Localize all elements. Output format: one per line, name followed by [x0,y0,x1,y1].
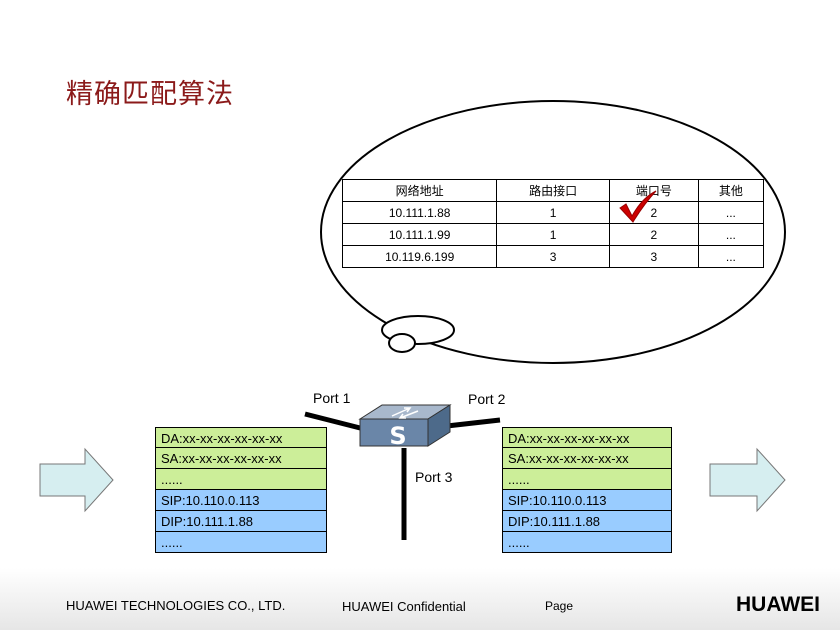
incoming-frame: DA:xx-xx-xx-xx-xx-xx SA:xx-xx-xx-xx-xx-x… [155,427,327,553]
table-cell: ... [697,245,765,268]
table-row: 10.111.1.88 1 2 ... [341,201,765,224]
frame-sa-field: SA:xx-xx-xx-xx-xx-xx [155,448,327,469]
mac-address-table: 网络地址 路由接口 端口号 其他 10.111.1.88 1 2 ... 10.… [341,179,765,268]
frame-sip-field: SIP:10.110.0.113 [502,490,672,511]
port-3-label: Port 3 [415,469,453,485]
frame-da-field: DA:xx-xx-xx-xx-xx-xx [502,427,672,448]
port-2-label: Port 2 [468,391,506,407]
huawei-logo-text: HUAWEI [736,593,820,616]
table-row: 10.111.1.99 1 2 ... [341,223,765,246]
frame-da-field: DA:xx-xx-xx-xx-xx-xx [155,427,327,448]
slide-footer: HUAWEI TECHNOLOGIES CO., LTD. HUAWEI Con… [0,568,840,630]
footer-company: HUAWEI TECHNOLOGIES CO., LTD. [66,598,286,613]
footer-confidential: HUAWEI Confidential [342,599,466,614]
table-row: 10.119.6.199 3 3 ... [341,245,765,268]
switch-icon: S [358,404,452,450]
left-arrow [39,447,114,513]
table-header-row: 网络地址 路由接口 端口号 其他 [341,179,765,202]
table-cell: 3 [496,245,610,268]
footer-page: Page [545,599,574,613]
table-cell: 1 [496,223,610,246]
table-cell: 1 [496,201,610,224]
link-port1 [304,411,369,433]
frame-ellipsis-field: ...... [502,469,672,490]
svg-text:S: S [389,422,406,450]
table-cell: 10.111.1.88 [341,201,498,224]
right-arrow [709,447,786,513]
table-cell: ... [697,223,765,246]
table-header-cell: 路由接口 [496,179,610,202]
outgoing-frame: DA:xx-xx-xx-xx-xx-xx SA:xx-xx-xx-xx-xx-x… [502,427,672,553]
frame-ellipsis-field: ...... [155,532,327,553]
table-cell: 2 [608,223,699,246]
table-cell: 3 [608,245,699,268]
slide-title: 精确匹配算法 [66,79,234,110]
frame-dip-field: DIP:10.111.1.88 [502,511,672,532]
frame-sip-field: SIP:10.110.0.113 [155,490,327,511]
frame-ellipsis-field: ...... [502,532,672,553]
frame-dip-field: DIP:10.111.1.88 [155,511,327,532]
thought-bubble-small-2 [388,333,416,353]
table-cell: ... [697,201,765,224]
table-cell: 10.111.1.99 [341,223,498,246]
checkmark-icon [619,190,657,223]
frame-ellipsis-field: ...... [155,469,327,490]
table-header-cell: 其他 [697,179,765,202]
port-1-label: Port 1 [313,390,351,406]
table-header-cell: 网络地址 [341,179,498,202]
frame-sa-field: SA:xx-xx-xx-xx-xx-xx [502,448,672,469]
table-cell: 10.119.6.199 [341,245,498,268]
